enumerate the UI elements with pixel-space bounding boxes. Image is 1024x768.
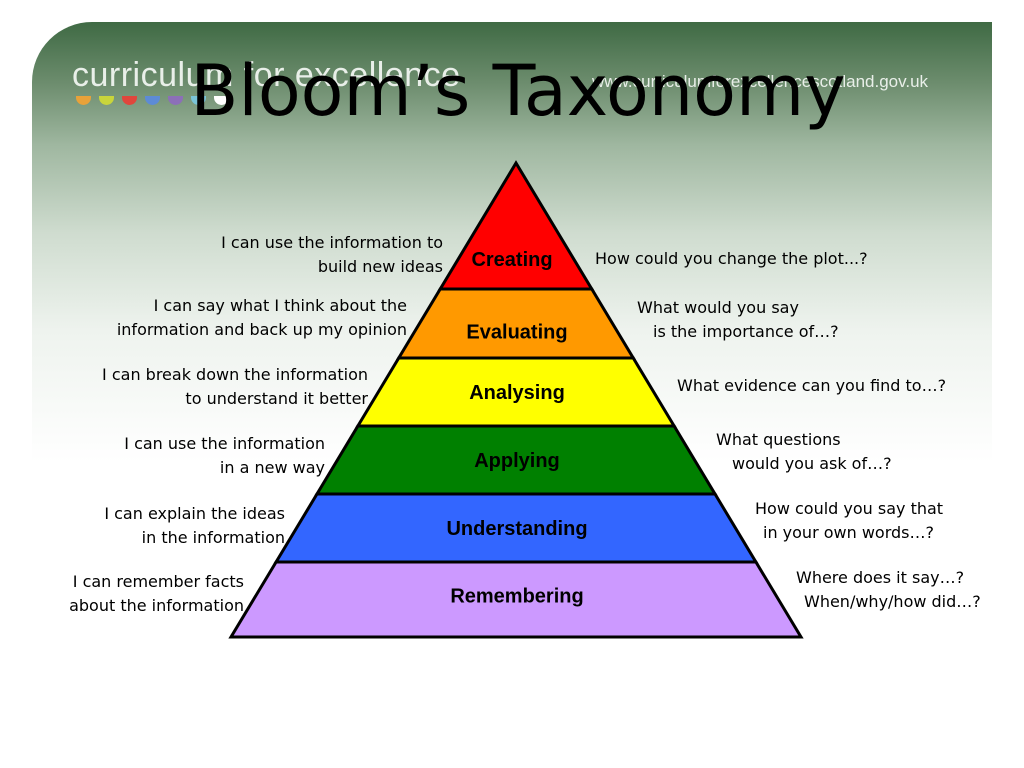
- website-url: www.curriculumforexcellencescotland.gov.…: [592, 72, 929, 91]
- logo-dot: [168, 96, 183, 105]
- logo-text: curriculum for excellence: [72, 56, 461, 94]
- pyramid-label-applying: Applying: [474, 450, 560, 472]
- pyramid-label-remembering: Remembering: [450, 586, 583, 608]
- pyramid-label-evaluating: Evaluating: [466, 322, 567, 344]
- question-analysing: What evidence can you find to…?: [677, 376, 947, 395]
- logo-dot: [99, 96, 114, 105]
- pyramid-label-creating: Creating: [471, 249, 552, 271]
- logo-dots: [76, 96, 229, 105]
- question-remembering: Where does it say…?When/why/how did…?: [796, 568, 981, 611]
- question-creating: How could you change the plot...?: [595, 249, 868, 268]
- logo-dot: [76, 96, 91, 105]
- pyramid-level-remembering: [228, 560, 804, 639]
- logo-dot: [214, 96, 229, 105]
- page-title: Bloom’s Taxonomy: [190, 50, 846, 132]
- logo-dot: [191, 96, 206, 105]
- pyramid-label-understanding: Understanding: [446, 518, 587, 540]
- pyramid-label-analysing: Analysing: [469, 382, 565, 404]
- logo-dot: [145, 96, 160, 105]
- logo-dot: [122, 96, 137, 105]
